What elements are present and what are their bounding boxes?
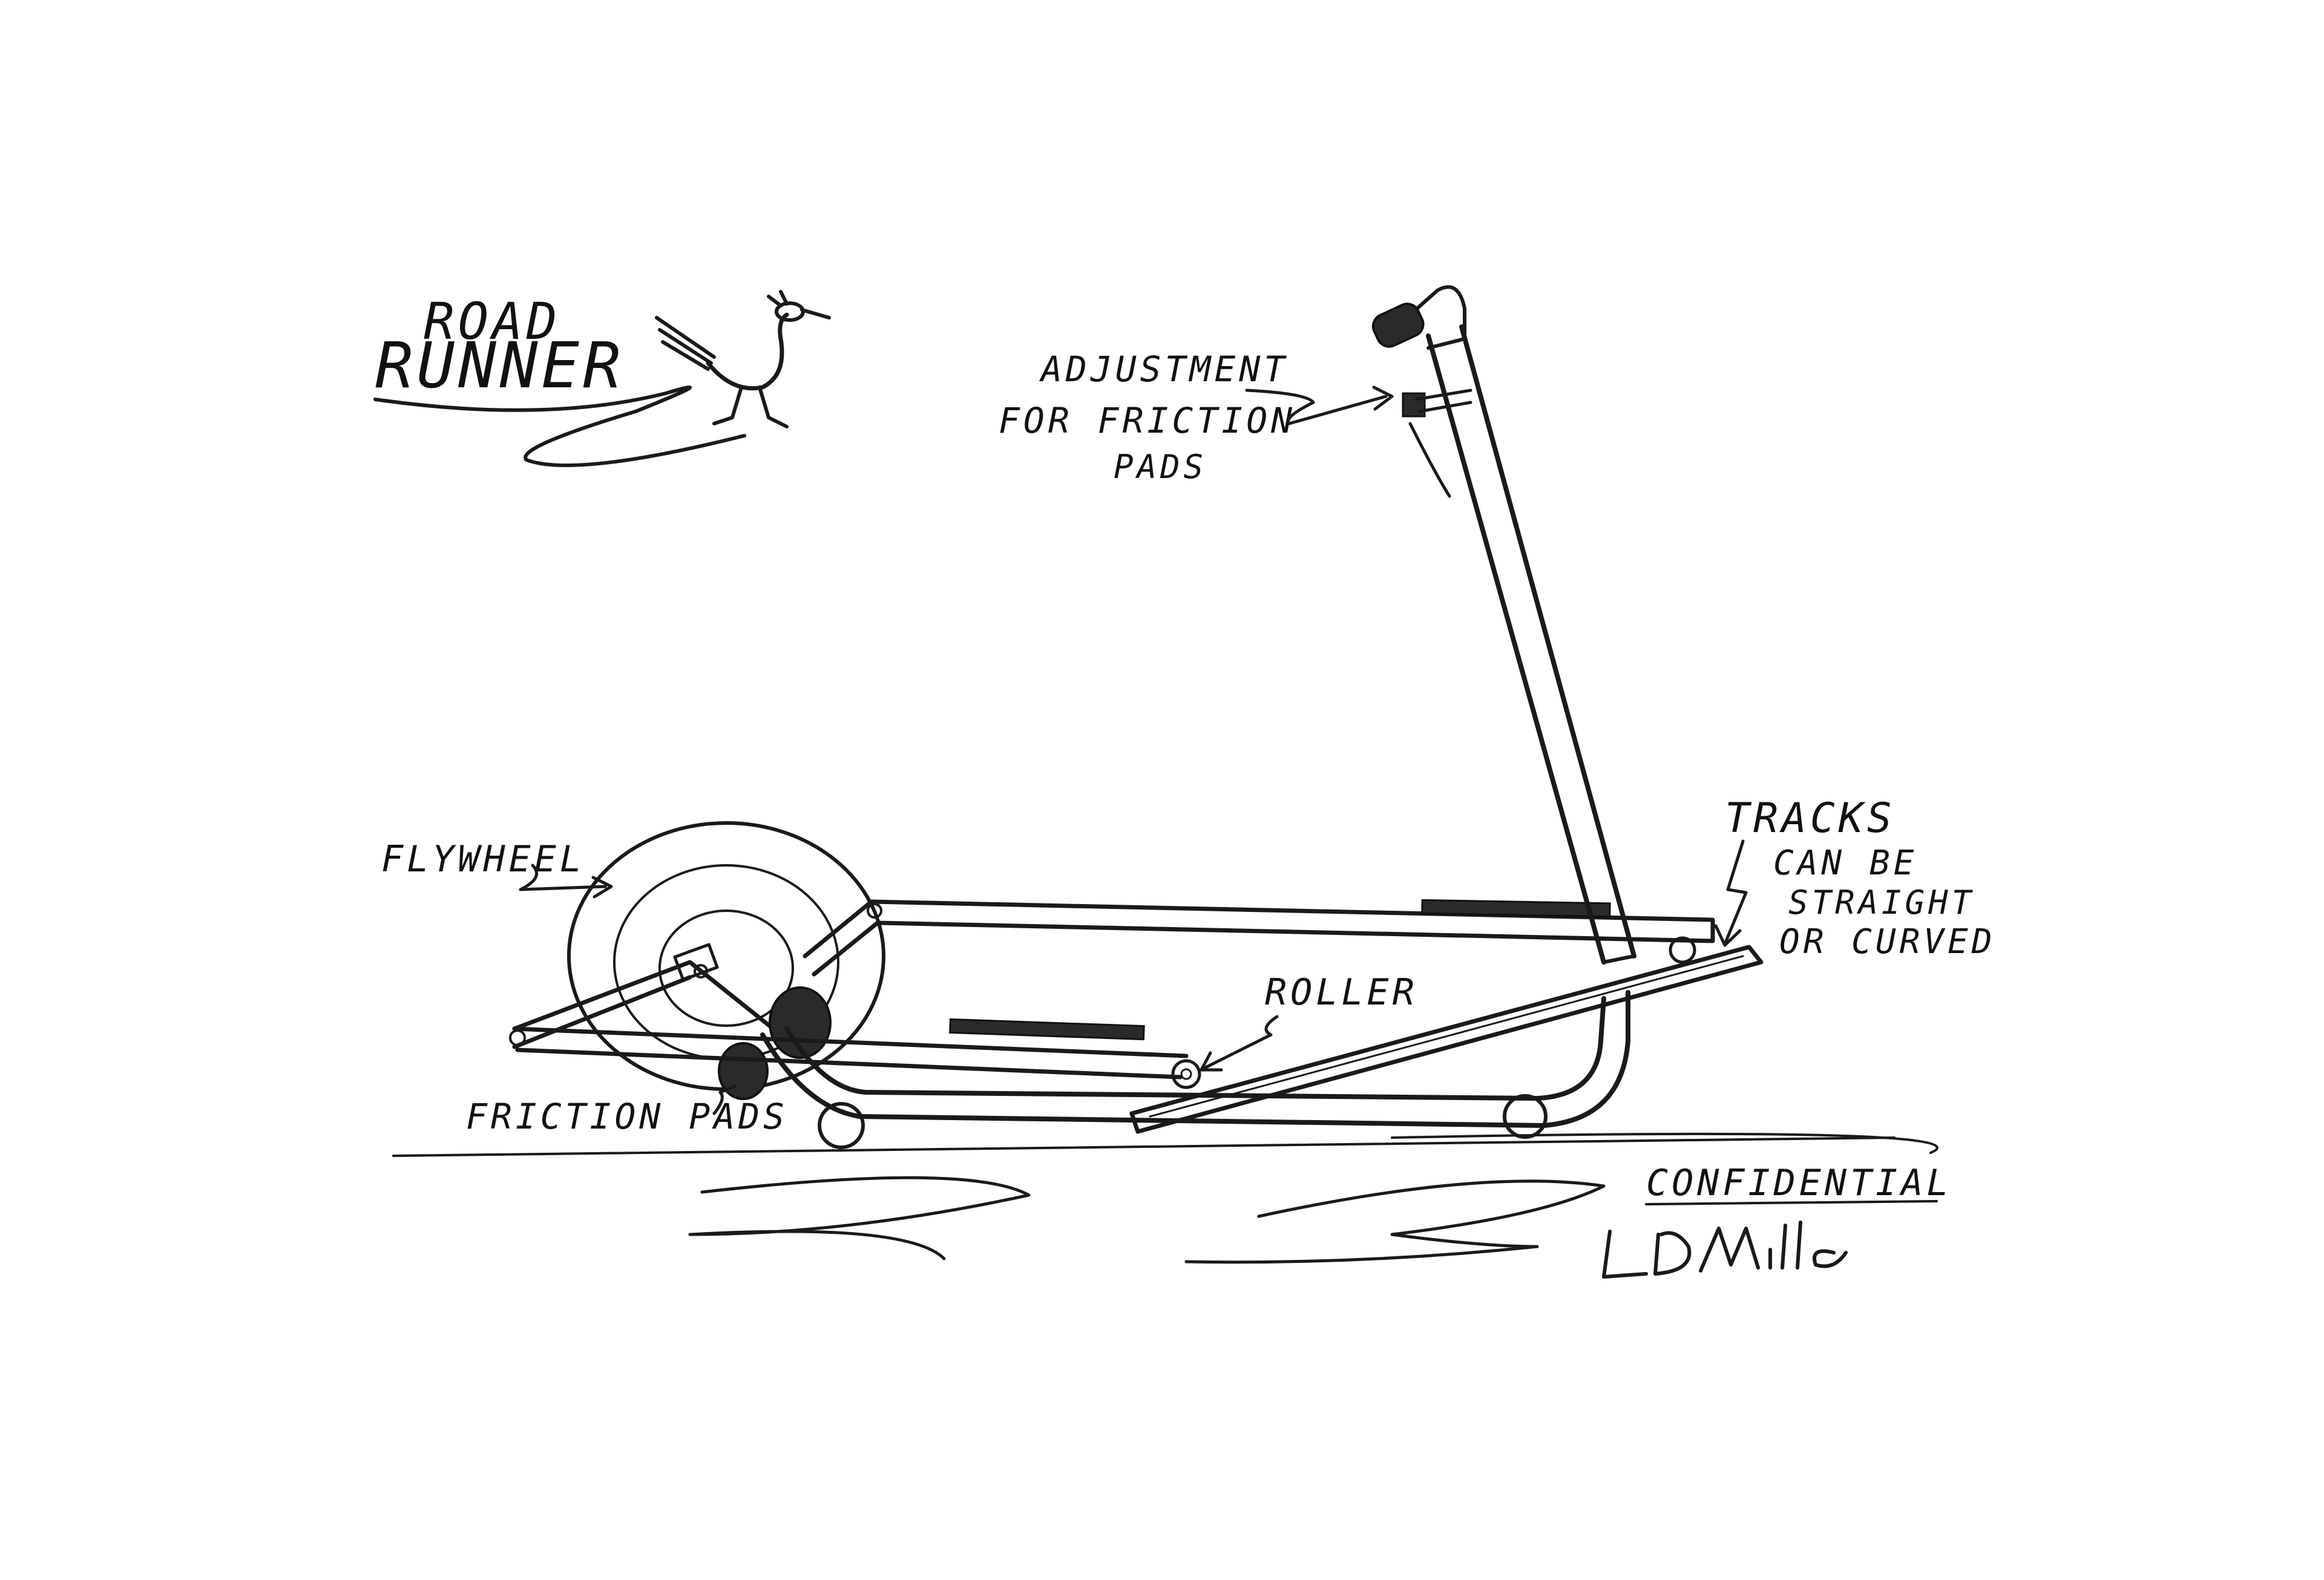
ground-scribbles bbox=[392, 1132, 1938, 1264]
signature bbox=[1602, 1221, 1848, 1279]
annotation-confidential: CONFIDENTIAL bbox=[1645, 1162, 1952, 1205]
roller-arrow bbox=[1203, 1015, 1279, 1070]
roller-label: ROLLER bbox=[1265, 971, 1418, 1014]
flywheel-label: FLYWHEEL bbox=[381, 838, 585, 880]
caster-wheel-front bbox=[818, 1102, 865, 1149]
confidential-label: CONFIDENTIAL bbox=[1646, 1162, 1952, 1204]
confidential-underline bbox=[1645, 1200, 1938, 1205]
tracks-line-4: OR CURVED bbox=[1779, 922, 1995, 962]
road-runner-logo: ROAD RUNNER bbox=[373, 290, 831, 467]
adjustment-line-2: FOR FRICTION bbox=[999, 400, 1296, 441]
foot-pad-rear bbox=[1421, 899, 1611, 918]
annotation-roller: ROLLER bbox=[1200, 971, 1418, 1072]
adjustment-arrow bbox=[1245, 388, 1388, 425]
title-runner: RUNNER bbox=[375, 329, 625, 402]
tracks-line-3: STRAIGHT bbox=[1788, 883, 1975, 922]
roadrunner-bird-icon bbox=[655, 290, 831, 428]
tracks-line-2: CAN BE bbox=[1773, 844, 1917, 883]
handle-grip bbox=[1371, 303, 1425, 348]
adjustment-line-3: PADS bbox=[1114, 448, 1207, 486]
title-swoosh bbox=[373, 385, 746, 467]
friction-pads-arrow bbox=[712, 1084, 737, 1115]
track-ramp bbox=[1129, 945, 1764, 1134]
roller-wheel bbox=[1171, 1059, 1201, 1089]
annotation-friction-pads: FRICTION PADS bbox=[466, 1084, 788, 1137]
tracks-arrow bbox=[1723, 839, 1748, 946]
adjustment-knob bbox=[1402, 392, 1426, 418]
adjustment-line-1: ADJUSTMENT bbox=[1039, 349, 1288, 390]
tracks-line-1: TRACKS bbox=[1725, 795, 1896, 842]
annotation-adjustment: ADJUSTMENT FOR FRICTION PADS bbox=[999, 349, 1394, 486]
caster-wheel-rear bbox=[1503, 1094, 1548, 1139]
foot-pad-front bbox=[949, 1018, 1145, 1041]
annotation-flywheel: FLYWHEEL bbox=[381, 838, 613, 899]
title-road: ROAD bbox=[424, 292, 560, 351]
friction-pads-label: FRICTION PADS bbox=[466, 1096, 788, 1137]
annotation-tracks: TRACKS CAN BE STRAIGHT OR CURVED bbox=[1714, 795, 1995, 962]
flywheel-arrow bbox=[519, 864, 607, 891]
machine-drawing bbox=[509, 285, 1764, 1149]
